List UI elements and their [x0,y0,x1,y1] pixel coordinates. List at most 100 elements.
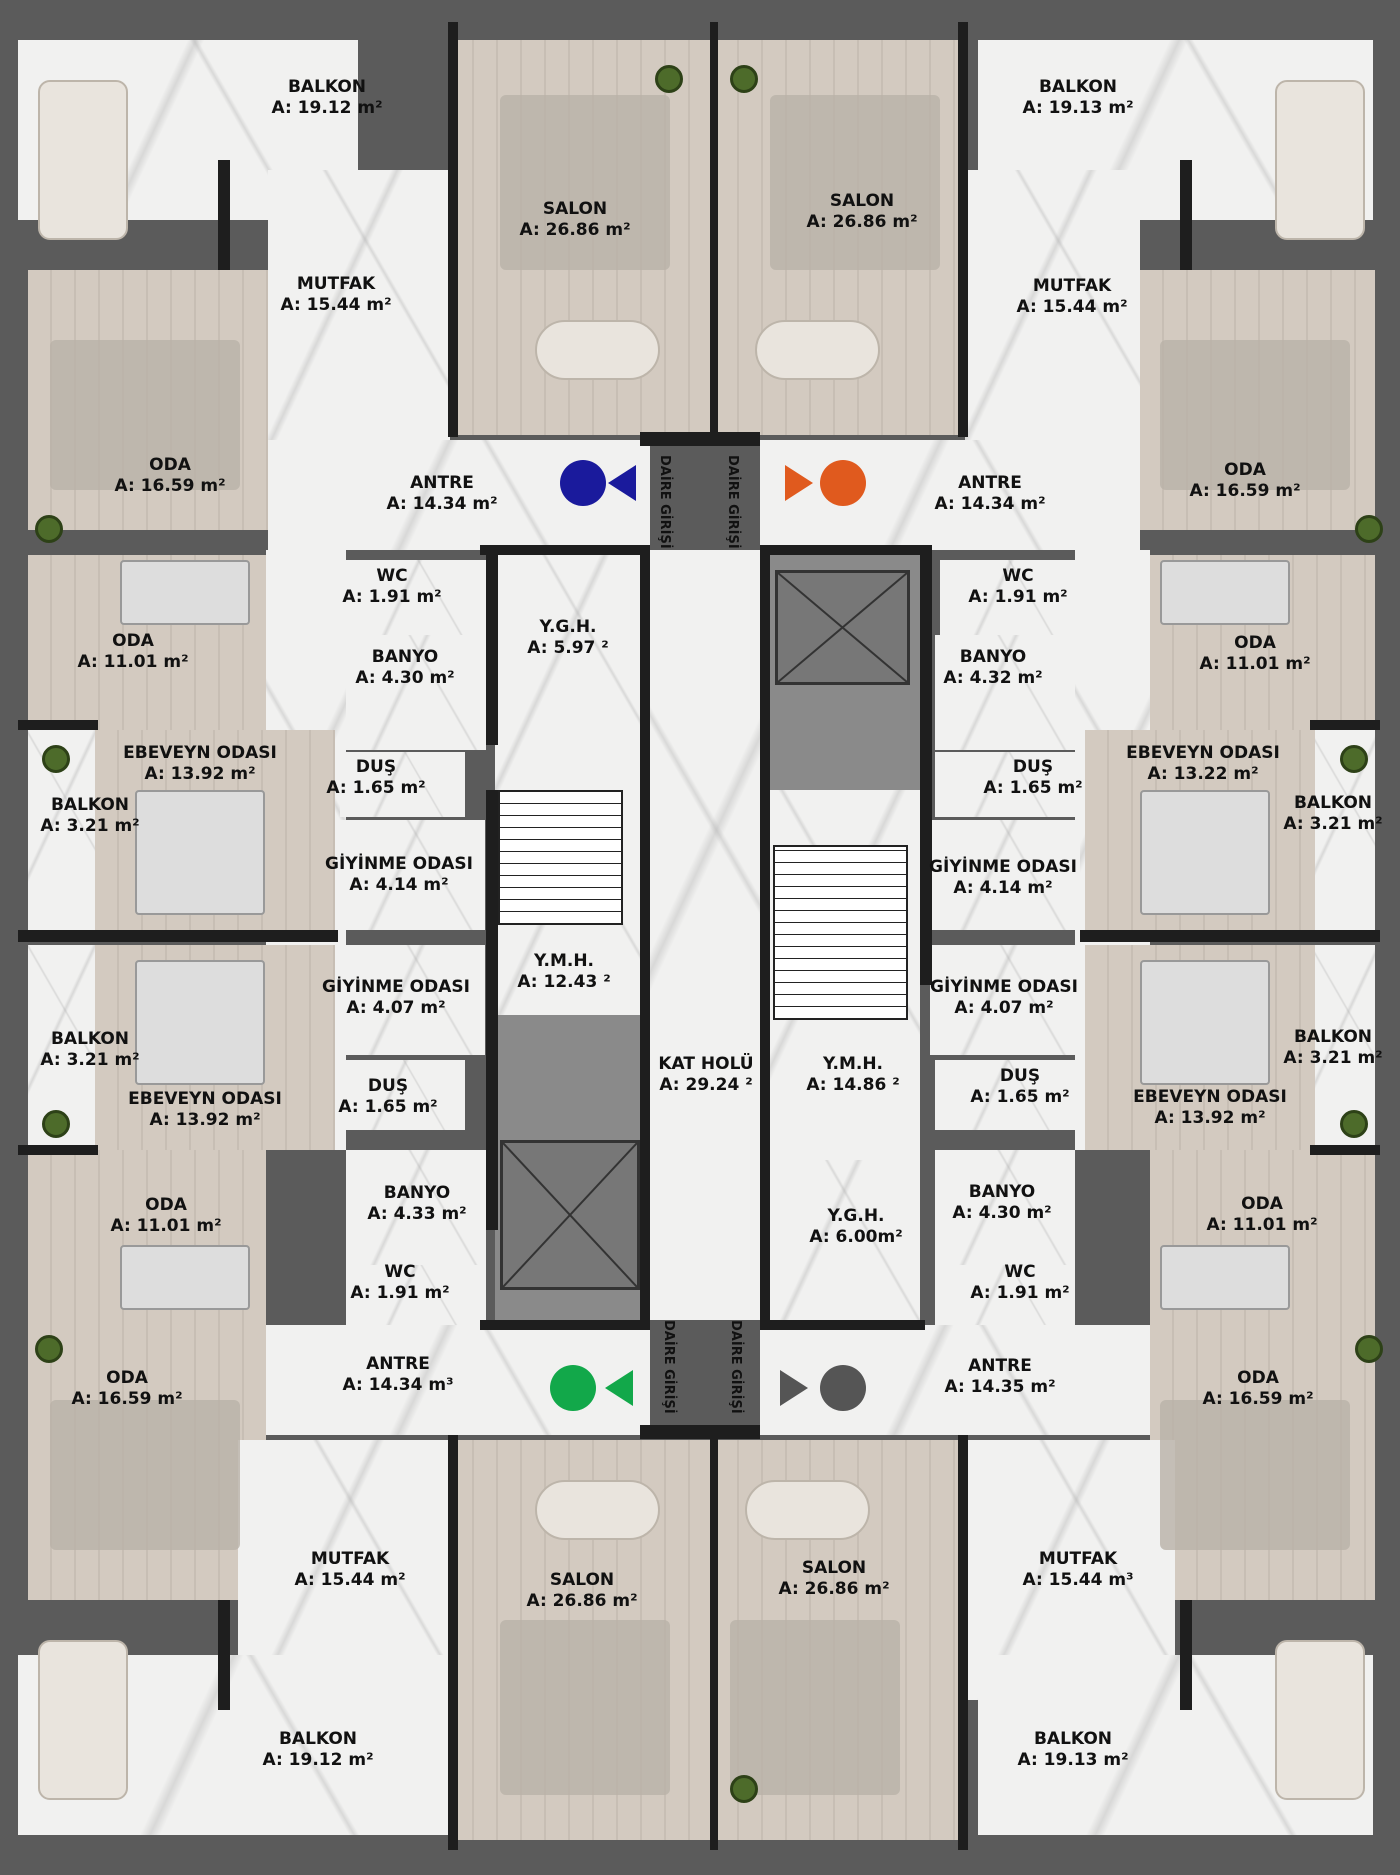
entrance-dot-bottom-right [820,1365,866,1411]
plant-icon [35,1335,63,1363]
dining-table-tr [755,320,880,380]
floor-balkon-small-br [1315,945,1375,1145]
entrance-text-bottom-right: DAİRE GİRİŞİ [728,1320,743,1414]
entrance-text-bottom-left: DAİRE GİRİŞİ [661,1320,676,1414]
room-label-ymh-left: Y.M.H.A: 12.43 ² [517,951,611,992]
wall [760,550,770,1320]
plant-icon [42,745,70,773]
dining-table-br [745,1480,870,1540]
sofa-balkon-br [1275,1640,1365,1800]
floor-banyo-tr [935,635,1075,750]
wall [1080,930,1380,942]
entrance-dot-top-left [560,460,606,506]
oda-rug-tl [50,340,240,490]
arrow-left-icon [605,1370,633,1406]
wall [486,545,498,745]
sofa-balkon-bl [38,1640,128,1800]
wall [1180,1600,1192,1710]
wall [760,545,920,555]
floor-mutfak-tl [268,170,450,440]
wall [640,1425,760,1439]
wall [958,22,968,437]
floor-ygh-bottom [760,1160,920,1320]
plant-icon [730,65,758,93]
elevator-cross-icon [778,573,907,682]
floor-giyinme-br [930,945,1080,1055]
wall [1310,1145,1380,1155]
floor-wc-tr [940,560,1075,635]
plant-icon [1340,1110,1368,1138]
bed-ebeveyn-tr [1140,790,1270,915]
plant-icon [1340,745,1368,773]
bed-ebeveyn-tl [135,790,265,915]
floor-wc-br [935,1265,1075,1325]
floor-kat-holu [650,550,760,1320]
wall [1310,720,1380,730]
oda-rug-bl [50,1400,240,1550]
plant-icon [655,65,683,93]
wall [18,1145,98,1155]
floor-dus-tl [340,752,465,817]
wall [710,22,718,437]
entrance-text-top-right: DAİRE GİRİŞİ [725,455,740,549]
floor-wc-tl [346,560,486,635]
salon-rug-tr [770,95,940,270]
wall [958,1435,968,1850]
arrow-right-icon [785,465,813,501]
entrance-dot-top-right [820,460,866,506]
elevator-shaft-top [775,570,910,685]
salon-rug-bl [500,1620,670,1795]
entrance-dot-bottom-left [550,1365,596,1411]
oda-rug-br [1160,1400,1350,1550]
plant-icon [42,1110,70,1138]
plant-icon [1355,1335,1383,1363]
floor-giyinme-tr [930,820,1080,930]
bed-oda-bl [120,1245,250,1310]
room-label-ygh-bottom: Y.G.H.A: 6.00m² [809,1206,903,1247]
elevator-cross-icon [503,1143,637,1287]
arrow-right-icon [780,1370,808,1406]
floor-dus-br [935,1060,1075,1130]
stairs-right [773,845,908,1020]
floor-banyo-bl [346,1150,486,1265]
wall [218,160,230,270]
floor-giyinme-tl [340,820,485,930]
wall [640,550,650,1320]
room-label-ymh-right: Y.M.H.A: 14.86 ² [806,1054,900,1095]
plant-icon [1355,515,1383,543]
wall [1180,160,1192,270]
plant-icon [35,515,63,543]
floor-mutfak-tr [965,170,1140,440]
bed-oda-tl [120,560,250,625]
